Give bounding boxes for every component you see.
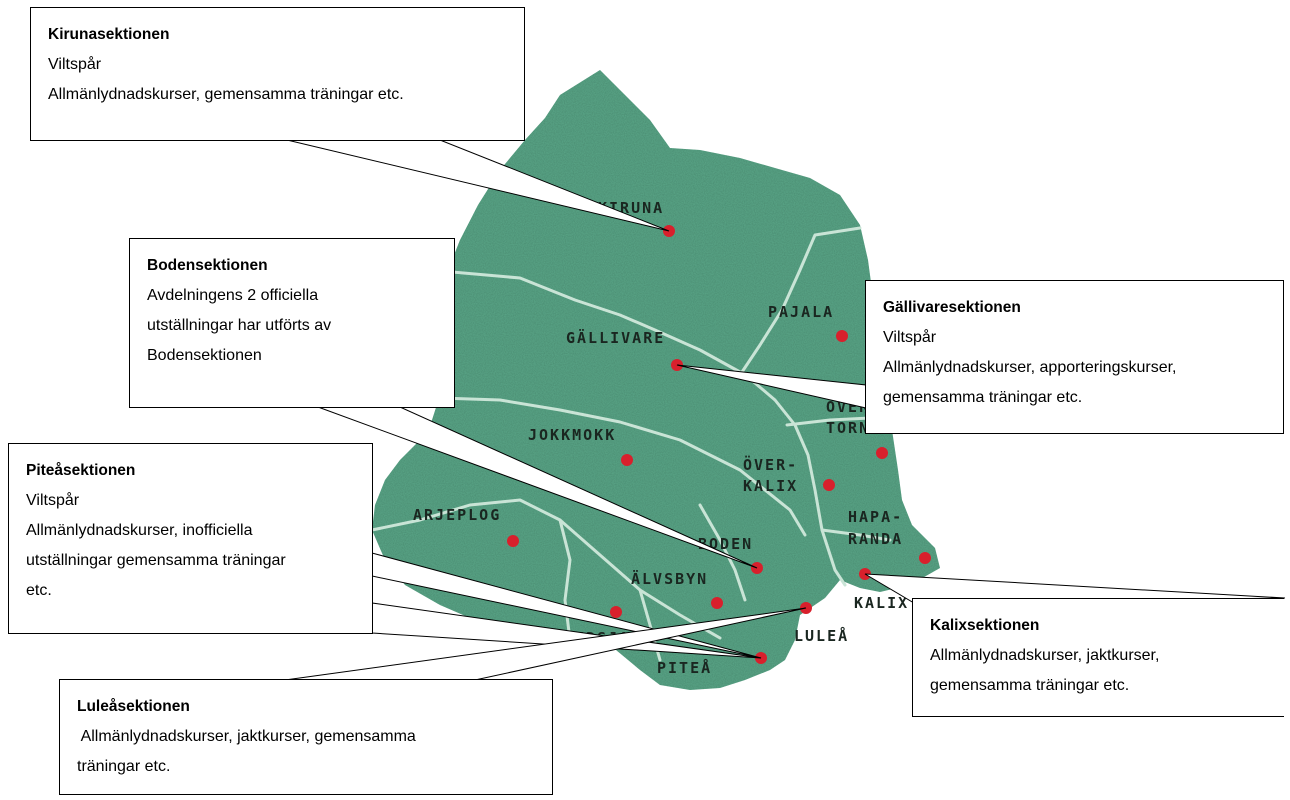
callout-line: Viltspår <box>883 329 937 346</box>
callout-title: Luleåsektionen <box>77 698 190 715</box>
callout-luleasektionen: Luleåsektionen Allmänlydnadskurser, jakt… <box>59 679 553 795</box>
callout-title: Piteåsektionen <box>26 462 136 479</box>
callout-gallivaresektionen: Gällivaresektionen Viltspår Allmänlydnad… <box>865 280 1284 434</box>
border-line <box>740 226 862 374</box>
city-label-gallivare: GÄLLIVARE <box>566 328 665 347</box>
marker-overkalix[interactable] <box>823 479 835 491</box>
marker-overtornea[interactable] <box>876 447 888 459</box>
city-label-haparanda-2: RANDA <box>848 530 903 548</box>
callout-kalixsektionen: Kalixsektionen Allmänlydnadskurser, jakt… <box>912 598 1284 717</box>
marker-alvsbyn[interactable] <box>711 597 723 609</box>
callout-line: Viltspår <box>26 492 80 509</box>
callout-leaders <box>284 139 1286 681</box>
border-line <box>438 396 807 537</box>
callout-line: träningar etc. <box>77 758 171 775</box>
city-label-haparanda-1: HAPA- <box>848 508 903 526</box>
callout-line: Bodensektionen <box>147 347 262 364</box>
callout-line: Allmänlydnadskurser, inofficiella <box>26 522 253 539</box>
callout-piteasektionen: Piteåsektionen Viltspår Allmänlydnadskur… <box>8 443 373 634</box>
callout-title: Bodensektionen <box>147 257 268 274</box>
callout-line: Allmänlydnadskurser, jaktkurser, gemensa… <box>77 728 416 745</box>
callout-line: Allmänlydnadskurser, apporteringskurser, <box>883 359 1177 376</box>
callout-line: Allmänlydnadskurser, jaktkurser, <box>930 647 1160 664</box>
city-label-overkalix-1: ÖVER- <box>743 455 798 474</box>
callout-line: Viltspår <box>48 56 102 73</box>
city-markers <box>507 225 931 664</box>
city-label-overkalix-2: KALIX <box>743 477 798 495</box>
callout-line: Avdelningens 2 officiella <box>147 287 319 304</box>
callout-title: Kalixsektionen <box>930 617 1040 634</box>
city-label-lulea: LULEÅ <box>794 626 849 645</box>
marker-arvidsjaur[interactable] <box>610 606 622 618</box>
callout-title: Kirunasektionen <box>48 26 170 43</box>
callout-line: gemensamma träningar etc. <box>883 389 1083 406</box>
border-line <box>558 518 572 642</box>
city-label-boden: BODEN <box>698 535 753 553</box>
border-line <box>740 370 847 587</box>
callout-line: utställningar har utförts av <box>147 317 332 334</box>
city-label-arjeplog: ARJEPLOG <box>413 506 501 524</box>
border-line <box>450 270 742 374</box>
city-label-jokkmokk: JOKKMOKK <box>528 426 616 444</box>
county-landmass <box>372 70 940 690</box>
marker-arjeplog[interactable] <box>507 535 519 547</box>
callout-kirunasektionen: Kirunasektionen Viltspår Allmänlydnadsku… <box>30 7 525 141</box>
city-label-pitea: PITEÅ <box>657 658 712 677</box>
callout-line: utställningar gemensamma träningar <box>26 552 286 569</box>
border-line <box>820 528 892 542</box>
callout-line: Allmänlydnadskurser, gemensamma träninga… <box>48 86 404 103</box>
marker-pajala[interactable] <box>836 330 848 342</box>
marker-haparanda[interactable] <box>919 552 931 564</box>
callout-line: gemensamma träningar etc. <box>930 677 1130 694</box>
city-label-kalix: KALIX <box>854 594 909 612</box>
city-label-pajala: PAJALA <box>768 303 834 321</box>
callout-line: etc. <box>26 582 52 599</box>
callout-title: Gällivaresektionen <box>883 299 1021 316</box>
marker-jokkmokk[interactable] <box>621 454 633 466</box>
city-label-alvsbyn: ÄLVSBYN <box>631 569 708 588</box>
callout-bodensektionen: Bodensektionen Avdelningens 2 officiella… <box>129 238 455 408</box>
